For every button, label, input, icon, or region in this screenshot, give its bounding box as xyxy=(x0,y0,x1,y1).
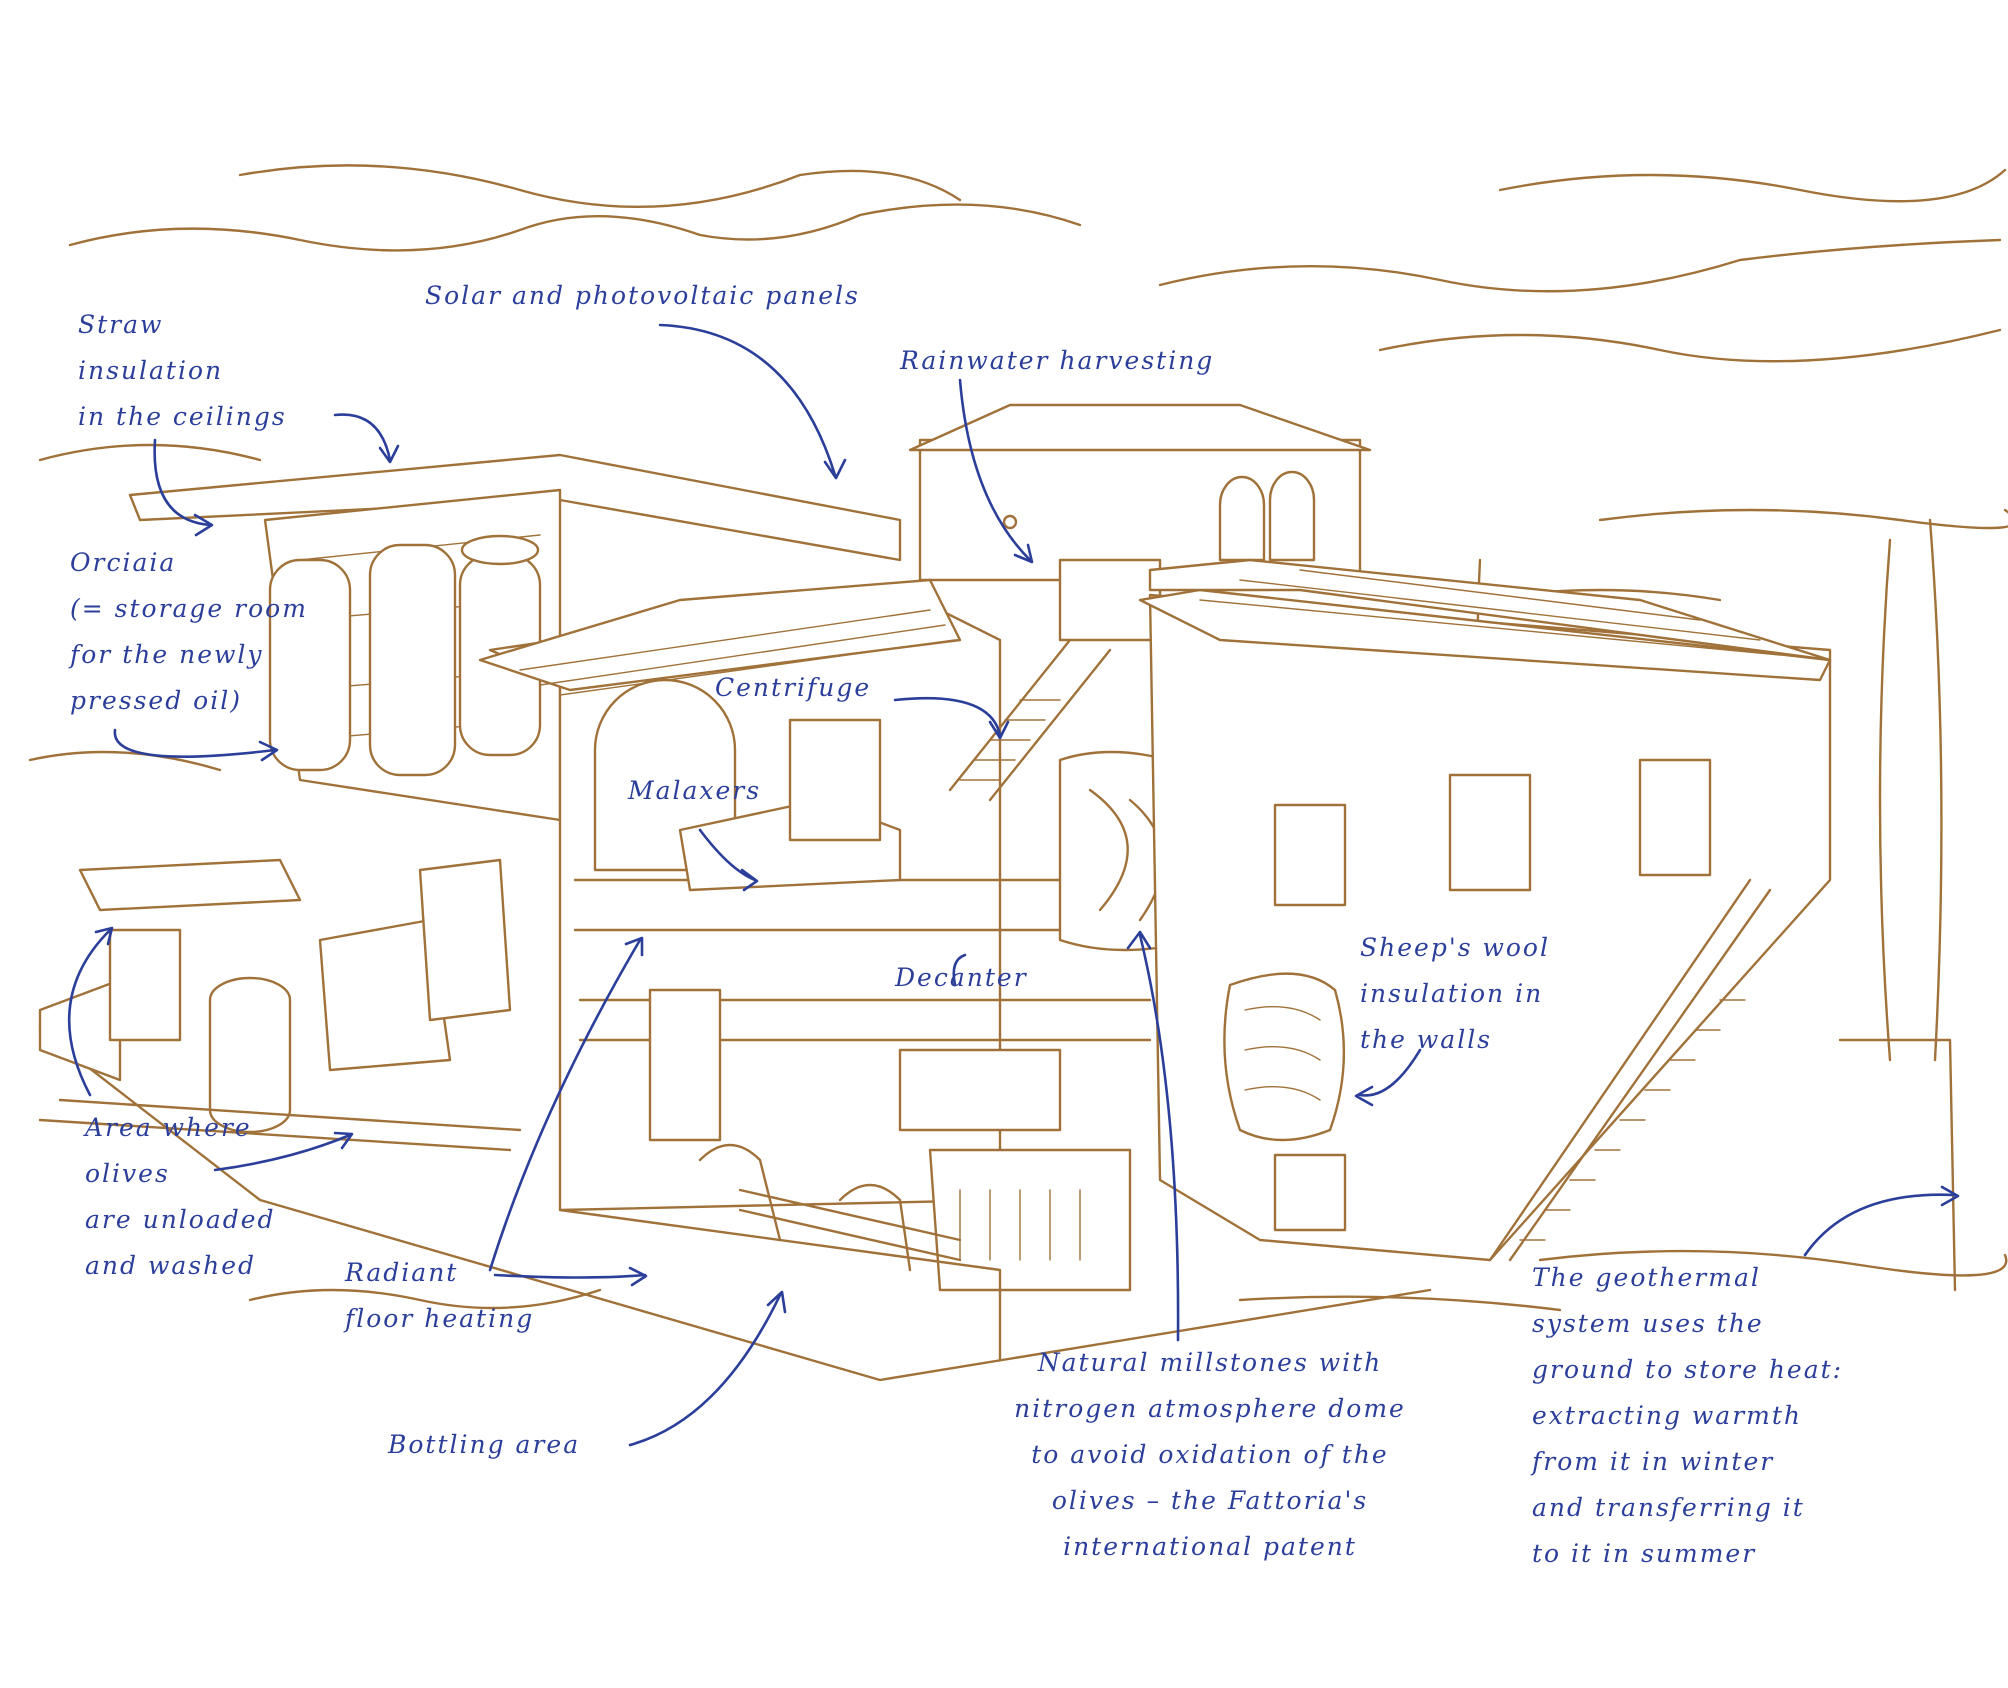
label-malaxers: Malaxers xyxy=(628,776,762,805)
label-centrifuge: Centrifuge xyxy=(715,673,872,702)
label-geothermal: The geothermal system uses the ground to… xyxy=(1532,1263,1844,1568)
geothermal-pipe xyxy=(1838,1038,1957,1292)
label-rainwater-harvesting: Rainwater harvesting xyxy=(900,346,1215,375)
label-radiant-heating: Radiant floor heating xyxy=(345,1258,535,1333)
label-decanter: Decanter xyxy=(895,963,1028,992)
washing-area-equipment xyxy=(38,858,522,1152)
label-orciaia: Orciaia (= storage room for the newly pr… xyxy=(70,548,308,715)
annotation-arrows xyxy=(67,323,1960,1447)
sky-and-landscape-lines xyxy=(28,164,2008,1382)
label-sheep-wool: Sheep's wool insulation in the walls xyxy=(1360,933,1550,1054)
orciaia-wing xyxy=(128,453,902,822)
label-straw-insulation: Straw insulation in the ceilings xyxy=(78,310,287,431)
right-house xyxy=(1138,558,1832,1262)
central-tower xyxy=(908,403,1372,642)
label-olives-area: Area where olives are unloaded and washe… xyxy=(85,1113,276,1280)
label-bottling-area: Bottling area xyxy=(388,1430,581,1459)
label-millstones: Natural millstones with nitrogen atmosph… xyxy=(1014,1348,1406,1561)
label-solar-panels: Solar and photovoltaic panels xyxy=(425,281,860,310)
